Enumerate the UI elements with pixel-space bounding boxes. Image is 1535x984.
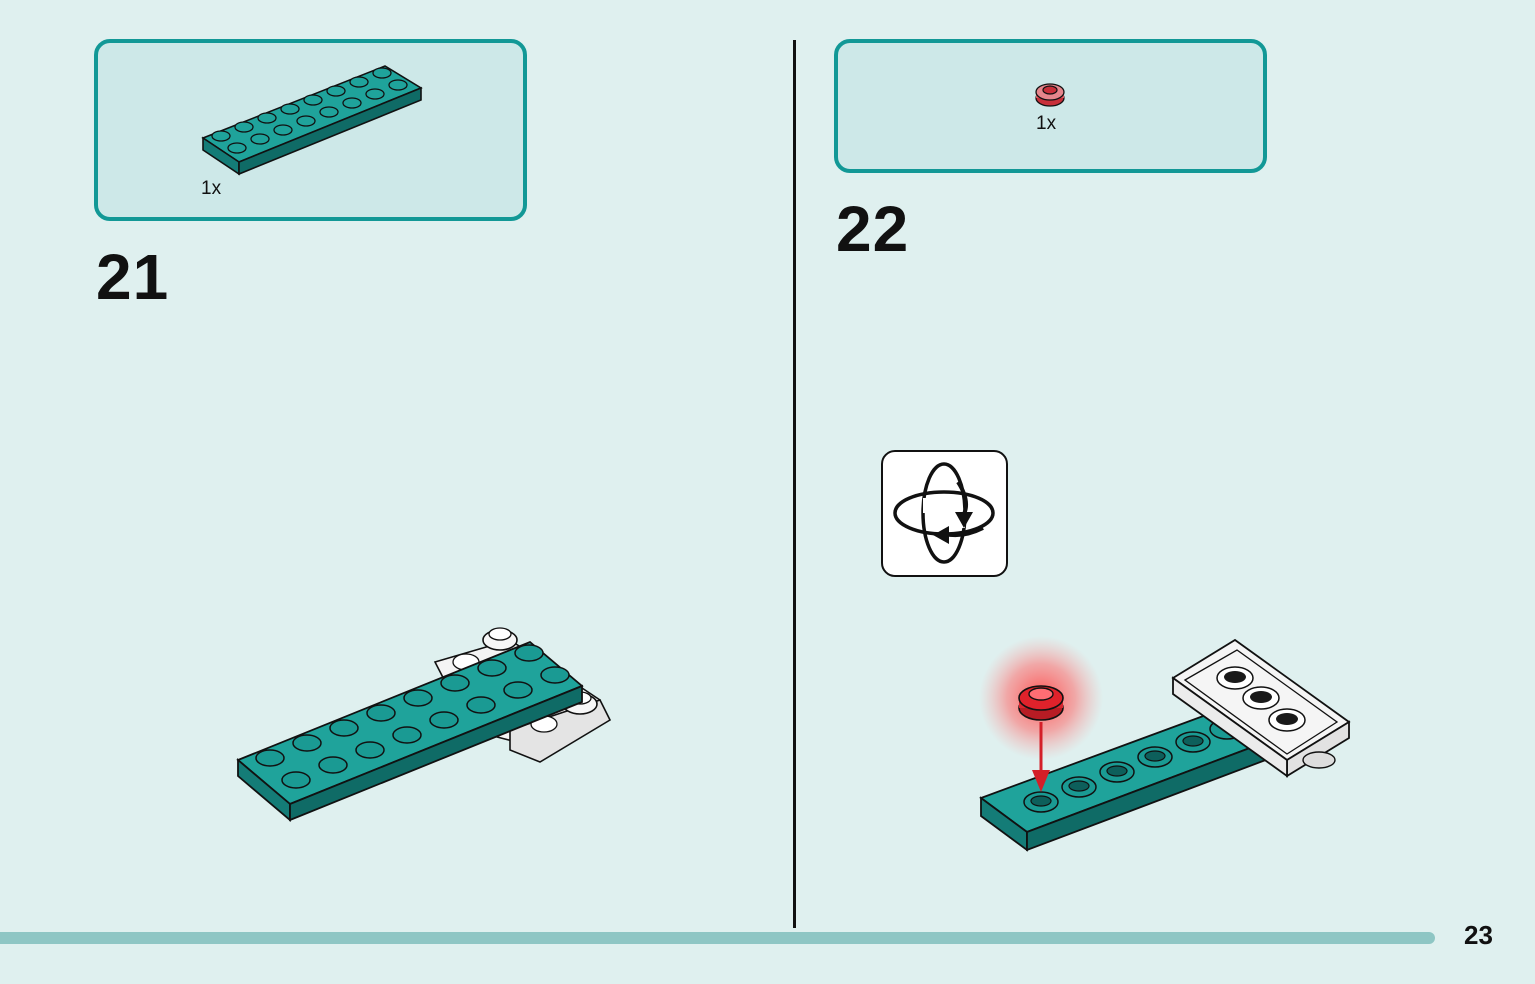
teal-plate-2x8-icon	[201, 65, 423, 176]
page-number: 23	[1464, 920, 1493, 950]
step-22-number: 22	[836, 193, 910, 265]
step-22-part-quantity: 1x	[1036, 113, 1057, 134]
step-21-assembly-illustration	[236, 627, 612, 822]
step-21-part-quantity: 1x	[201, 178, 222, 199]
red-round-plate-icon	[1035, 83, 1065, 107]
step-21-number: 21	[96, 241, 170, 313]
rotate-model-icon	[881, 450, 1008, 577]
page-divider	[793, 40, 796, 928]
step-22-assembly-illustration	[979, 636, 1351, 852]
page-bottom-bar	[0, 932, 1435, 944]
